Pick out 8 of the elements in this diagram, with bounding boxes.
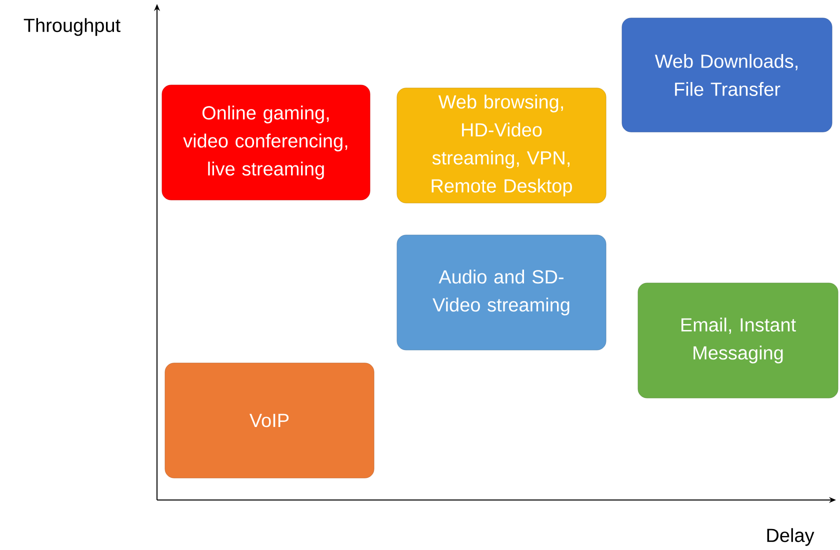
category-box: Online gaming, video conferencing, live streaming [162, 84, 370, 200]
category-box: Email, Instant Messaging [638, 282, 838, 398]
category-box: Audio and SD-Video streaming [396, 234, 606, 350]
category-box: VoIP [164, 362, 374, 478]
axis-label: Delay [767, 528, 814, 546]
category-box: Web Downloads, File Transfer [622, 18, 832, 132]
axis-label: Throughput [24, 18, 120, 36]
category-box: Web browsing, HD-Video streaming, VPN, Remote Desktop [396, 88, 606, 204]
